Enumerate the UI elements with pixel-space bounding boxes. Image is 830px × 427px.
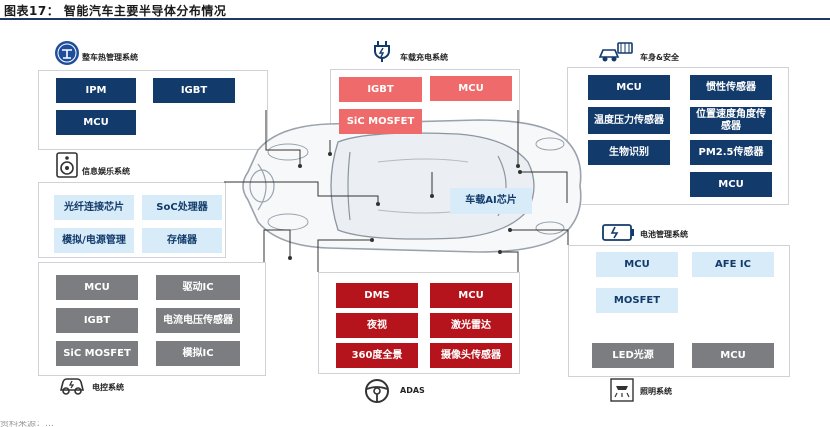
ai-chip-box: 车载AI芯片 bbox=[450, 188, 532, 214]
connector-dot bbox=[498, 250, 502, 254]
adas-chip-lidar: 激光雷达 bbox=[430, 313, 512, 338]
electric-chip-mcu: MCU bbox=[56, 275, 138, 300]
electric-chip-driver-ic: 驱动IC bbox=[156, 275, 240, 300]
body-chip-temp-pressure-sensor: 温度压力传感器 bbox=[588, 107, 670, 134]
thermal-logo-icon bbox=[55, 41, 79, 65]
steering-wheel-icon bbox=[365, 379, 389, 403]
charging-plug-icon bbox=[374, 41, 390, 62]
electric-control-label: 电控系统 bbox=[92, 383, 124, 392]
connector-dot bbox=[376, 202, 380, 206]
adas-chip-camera-sensor: 摄像头传感器 bbox=[430, 343, 512, 368]
lighting-label: 照明系统 bbox=[640, 387, 672, 396]
charging-label: 车载充电系统 bbox=[400, 53, 448, 62]
connector-dot bbox=[298, 164, 302, 168]
adas-chip-mcu: MCU bbox=[430, 283, 512, 308]
frame-infotainment bbox=[38, 182, 226, 258]
connector-dot bbox=[508, 228, 512, 232]
battery-icon bbox=[602, 224, 634, 241]
charging-chip-igbt: IGBT bbox=[339, 77, 422, 102]
infotainment-chip-analog-power: 模拟/电源管理 bbox=[54, 228, 134, 253]
infotainment-chip-memory: 存储器 bbox=[142, 228, 222, 253]
infotainment-label: 信息娱乐系统 bbox=[82, 167, 130, 176]
charging-chip-mcu: MCU bbox=[430, 76, 512, 101]
adas-chip-night-vision: 夜视 bbox=[336, 313, 418, 338]
battery-chip-mcu: MCU bbox=[596, 252, 678, 277]
thermal-label: 整车热管理系统 bbox=[82, 53, 138, 62]
speaker-icon bbox=[56, 152, 78, 178]
body-chip-position-speed-angle-sensor: 位置速度角度传感器 bbox=[690, 107, 772, 134]
title-rule bbox=[0, 18, 830, 20]
body-safety-car-icon bbox=[598, 42, 633, 62]
infotainment-chip-soc: SoC处理器 bbox=[142, 195, 222, 220]
connector-dot bbox=[430, 194, 434, 198]
figure-title: 图表17： 智能汽车主要半导体分布情况 bbox=[4, 4, 227, 18]
frame-adas bbox=[318, 272, 520, 374]
adas-label: ADAS bbox=[400, 386, 425, 395]
connector-dot bbox=[288, 256, 292, 260]
electric-chip-current-voltage-sensor: 电流电压传感器 bbox=[156, 308, 240, 333]
battery-label: 电池管理系统 bbox=[640, 230, 688, 239]
electric-control-icon bbox=[59, 378, 85, 395]
footnote-text: 资料来源：… bbox=[0, 421, 55, 427]
connector-dot bbox=[518, 170, 522, 174]
electric-chip-sic-mosfet: SiC MOSFET bbox=[56, 341, 138, 366]
frame-electric-control bbox=[38, 262, 266, 376]
electric-chip-analog-ic: 模拟IC bbox=[156, 341, 240, 366]
footnote: 资料来源：… bbox=[0, 421, 830, 427]
battery-chip-mosfet: MOSFET bbox=[596, 288, 678, 313]
frame-body-safety bbox=[567, 67, 789, 205]
thermal-chip-ipm: IPM bbox=[56, 78, 136, 103]
body-chip-pm25-sensor: PM2.5传感器 bbox=[690, 140, 772, 165]
battery-chip-afe-ic: AFE IC bbox=[692, 252, 774, 277]
body-chip-inertial-sensor: 惯性传感器 bbox=[690, 75, 772, 100]
lighting-chip-led: LED光源 bbox=[592, 343, 674, 368]
charging-chip-sic-mosfet: SiC MOSFET bbox=[339, 109, 422, 134]
adas-chip-dms: DMS bbox=[336, 283, 418, 308]
body-chip-mcu-2: MCU bbox=[690, 172, 772, 197]
connector-dot bbox=[328, 152, 332, 156]
connector-dot bbox=[516, 164, 520, 168]
electric-chip-igbt: IGBT bbox=[56, 308, 138, 333]
frame-battery-lighting bbox=[568, 245, 790, 377]
infotainment-chip-fiber: 光纤连接芯片 bbox=[54, 195, 134, 220]
adas-chip-360-view: 360度全景 bbox=[336, 343, 418, 368]
thermal-chip-igbt: IGBT bbox=[153, 78, 235, 103]
connector-dot bbox=[370, 238, 374, 242]
headlight-icon bbox=[610, 378, 634, 402]
lighting-chip-mcu: MCU bbox=[692, 343, 774, 368]
body-safety-label: 车身&安全 bbox=[640, 53, 679, 62]
thermal-chip-mcu: MCU bbox=[56, 110, 136, 135]
body-chip-mcu: MCU bbox=[588, 75, 670, 100]
body-chip-biometric: 生物识别 bbox=[588, 140, 670, 165]
frame-thermal bbox=[38, 70, 268, 150]
